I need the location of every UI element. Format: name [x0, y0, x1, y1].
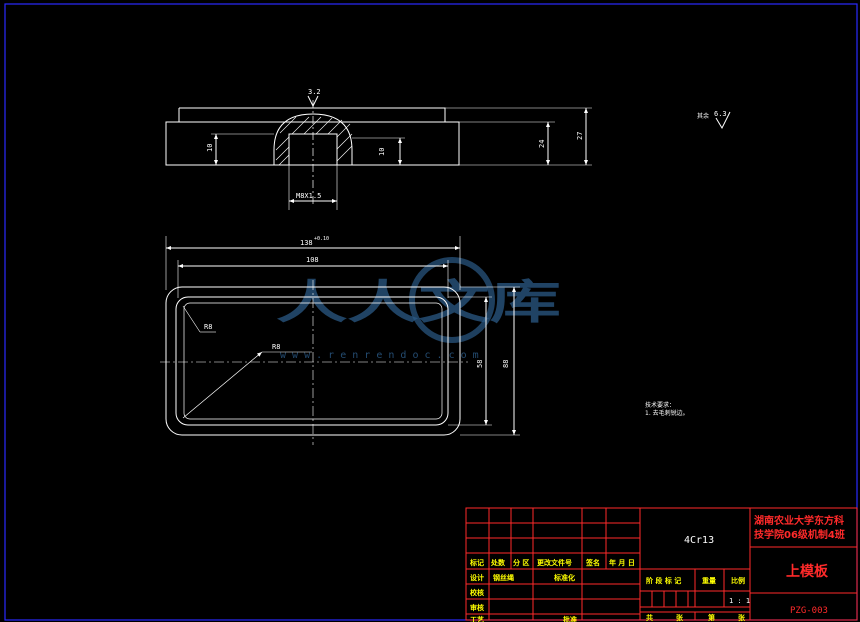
tb-sheet-total-unit: 张	[676, 613, 684, 622]
tb-part-name: 上模板	[786, 563, 829, 580]
drawing-border	[4, 3, 858, 621]
dim-radius-small: R8	[204, 323, 212, 331]
dim-radius-large: R8	[272, 343, 280, 351]
tb-header-zone: 分 区	[513, 558, 529, 567]
tb-drawing-code: PZG-003	[790, 606, 828, 616]
tb-row-standardize: 标准化	[553, 573, 575, 582]
section-hatch	[275, 116, 353, 166]
title-block: 标记 处数 分 区 更改文件号 签名 年 月 日 设计 钢丝绳 标准化 校核 审…	[465, 507, 858, 622]
tb-scale-label: 比例	[731, 576, 745, 585]
tb-row-check: 校核	[470, 588, 484, 597]
roughness-note-value: 6.3	[714, 110, 727, 118]
tb-stage-label: 阶 段 标 记	[646, 576, 681, 585]
dim-left-height: 10	[206, 144, 214, 152]
tb-weight-label: 重量	[702, 576, 716, 585]
tb-material: 4Cr13	[684, 535, 714, 546]
tb-row-design-sig: 钢丝绳	[493, 573, 514, 582]
tb-header-count: 处数	[490, 558, 506, 567]
dim-right-27: 27	[576, 132, 584, 140]
tb-sheet-current-unit: 张	[738, 613, 746, 622]
tb-header-change-doc: 更改文件号	[537, 558, 572, 567]
tech-requirements-line1: 1. 去毛刺锐边。	[645, 409, 689, 417]
tb-school-line1: 湖南农业大学东方科	[754, 514, 844, 527]
dim-height-outer: 88	[502, 360, 510, 368]
dim-inner-width: 108	[306, 256, 319, 264]
tech-requirements-title: 技术要求：	[645, 401, 675, 409]
roughness-note-label: 其余	[697, 112, 709, 120]
thread-label: M8X1.5	[296, 192, 321, 200]
dim-overall-width: 138	[300, 239, 313, 247]
dim-center-height: 10	[378, 148, 386, 156]
surface-symbol-value: 3.2	[308, 88, 321, 96]
dim-overall-tolerance: +0.10	[314, 236, 329, 242]
tb-row-process: 工艺	[470, 615, 484, 622]
tb-school-line2: 技学院06级机制4班	[754, 528, 845, 541]
watermark-ring	[409, 257, 495, 343]
tb-header-mark: 标记	[469, 558, 484, 567]
tb-row-design: 设计	[470, 573, 484, 582]
tb-sheet-total-label: 共	[646, 613, 653, 622]
dim-height-inner: 58	[476, 360, 484, 368]
roughness-note: 其余 6.3	[697, 110, 731, 130]
watermark: 人人文库 w w w . r e n r e n d o c . c o m	[276, 257, 561, 361]
tb-sheet-current-label: 第	[708, 613, 715, 622]
section-view	[165, 95, 592, 210]
tb-header-signature: 签名	[585, 558, 600, 567]
tb-row-approve: 批准	[563, 615, 577, 622]
dim-right-24: 24	[538, 140, 546, 148]
tb-header-date: 年 月 日	[609, 558, 635, 567]
plan-view	[160, 236, 520, 445]
watermark-url: w w w . r e n r e n d o c . c o m	[280, 350, 479, 361]
tb-row-review: 审核	[470, 603, 484, 612]
tb-scale-value: 1 : 1	[729, 597, 750, 605]
watermark-text: 人人文库	[276, 275, 561, 329]
